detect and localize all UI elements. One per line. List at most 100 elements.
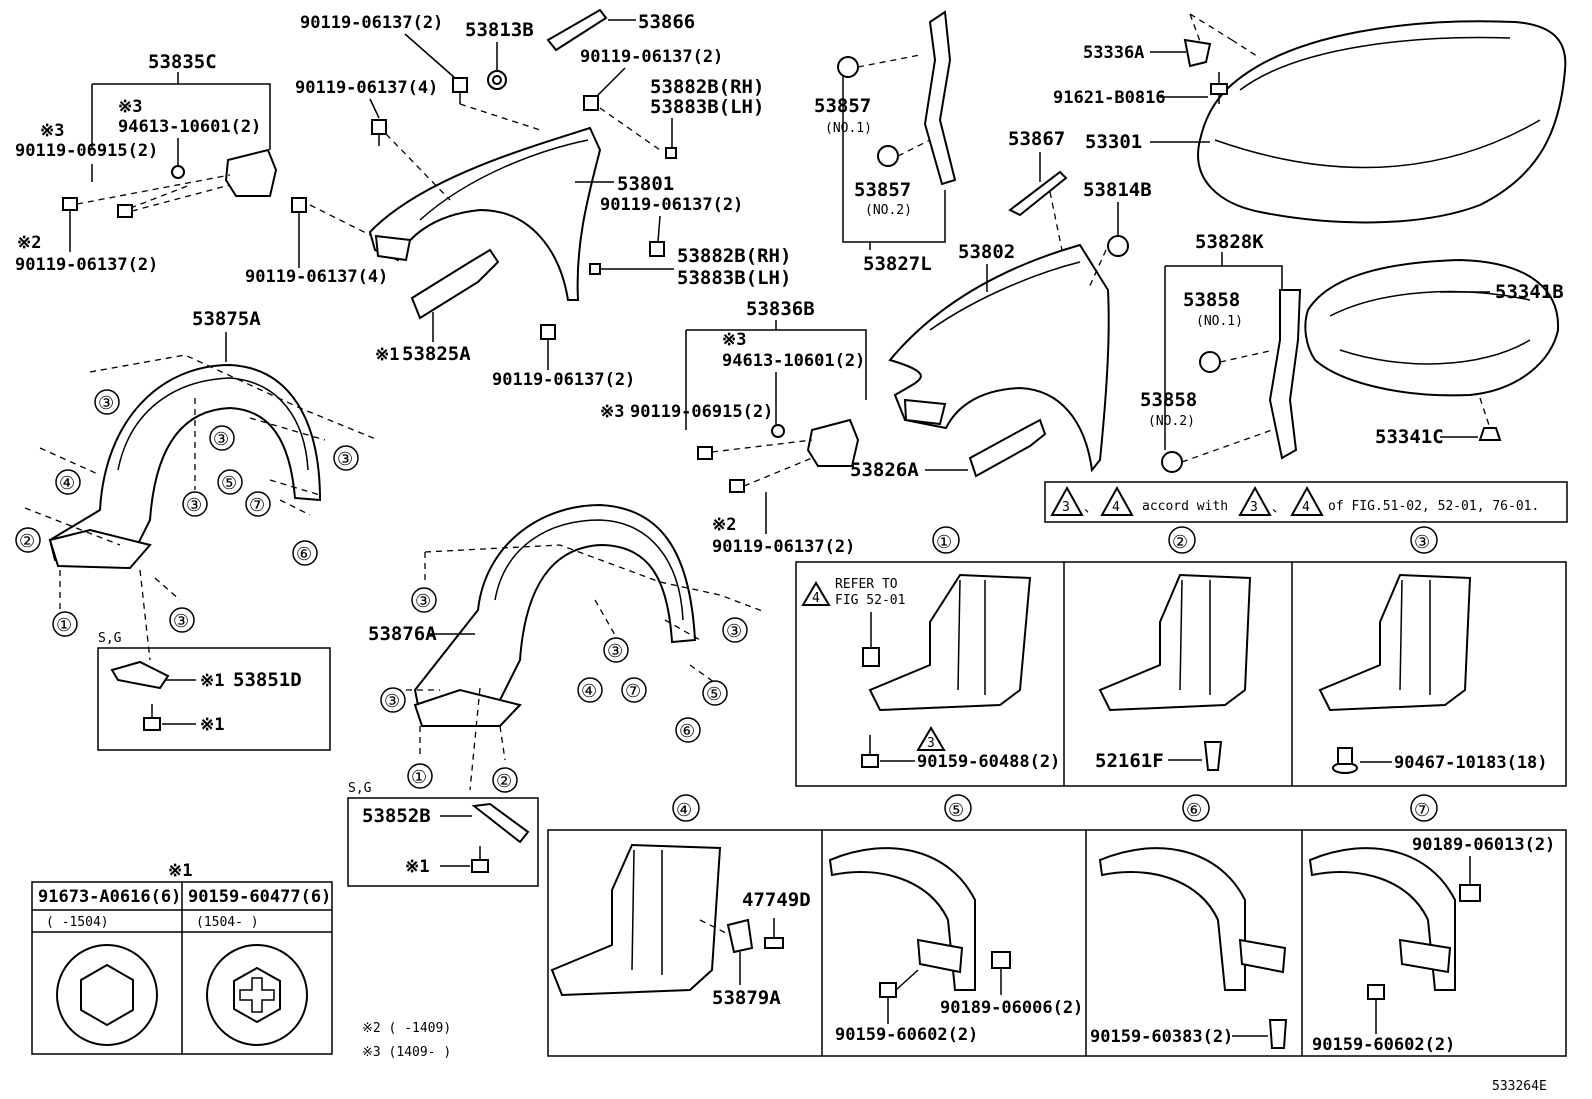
callout-90119-06915-a: 90119-06915(2) — [15, 141, 158, 161]
callout-90119-06137-2c: 90119-06137(2) — [600, 195, 743, 215]
hood-hinge-bracket[interactable] — [1183, 38, 1212, 68]
liner-b-circ-3d: ③ — [384, 691, 400, 712]
fender-liner-53876A[interactable] — [413, 503, 697, 727]
bolt-f[interactable] — [540, 324, 556, 340]
detail-5-clip[interactable] — [991, 951, 1011, 969]
phillips-bolt-icon — [206, 944, 308, 1046]
callout-91621-B0816: 91621-B0816 — [1053, 88, 1166, 108]
detail-header-6: ⑥ — [1186, 800, 1202, 821]
mark-1-b: ※1 — [200, 671, 224, 691]
callout-90189-06006: 90189-06006(2) — [940, 998, 1083, 1018]
callout-53858-a-sub: (NO.1) — [1196, 314, 1243, 329]
hood-insulator-53341B[interactable] — [1304, 258, 1560, 397]
callout-90159-60602-b: 90159-60602(2) — [1312, 1035, 1455, 1055]
screw-53852B[interactable] — [471, 846, 489, 873]
detail-1-clip[interactable] — [862, 647, 880, 667]
detail-4-liner — [550, 843, 722, 997]
fender-liner-53875A[interactable] — [48, 363, 322, 570]
detail-4-nut-53879A[interactable] — [726, 918, 754, 954]
detail-header-4: ④ — [676, 800, 692, 821]
fender-clip-53813B[interactable] — [487, 70, 507, 90]
fender-seal-53866[interactable] — [546, 8, 608, 52]
callout-90119-06137-2-left: 90119-06137(2) — [15, 255, 158, 275]
liner-a-circ-5: ⑤ — [221, 473, 237, 494]
liner-b-circ-3b: ③ — [726, 621, 742, 642]
liner-bracket-53852B[interactable] — [471, 802, 530, 844]
liner-bracket-53851D[interactable] — [110, 660, 170, 690]
fender-bracket-53826A[interactable] — [968, 418, 1047, 478]
callout-53858-b: 53858 — [1140, 389, 1197, 411]
hinge-bracket-53835C[interactable] — [224, 148, 278, 197]
liner-a-circ-1: ① — [56, 615, 72, 636]
liner-b-circ-1: ① — [411, 767, 427, 788]
hood-53301[interactable] — [1197, 20, 1567, 224]
callout-53336A: 53336A — [1083, 43, 1144, 63]
screw-53851D[interactable] — [143, 704, 161, 731]
detail-6-clip[interactable] — [1268, 1019, 1288, 1049]
bolt-a[interactable] — [452, 77, 468, 104]
mark-1-c: ※1 — [200, 715, 224, 735]
clip-53858-no1[interactable] — [1199, 351, 1221, 373]
bolt-e[interactable] — [291, 197, 307, 213]
accord-tri-3a: 3 — [1062, 500, 1070, 515]
washer-a[interactable] — [171, 165, 185, 179]
callout-53825A: 53825A — [402, 343, 471, 365]
callout-90119-06137-2f: 90119-06137(2) — [712, 537, 855, 557]
callout-53883B-LH-b: 53883B(LH) — [677, 267, 791, 289]
callout-90119-06137-2a: 90119-06137(2) — [300, 13, 443, 33]
fender-bracket-53827L[interactable] — [923, 10, 957, 186]
clip-nut-b[interactable] — [589, 263, 601, 275]
detail-1-liner — [868, 573, 1032, 712]
detail-7-screw[interactable] — [1367, 984, 1385, 1000]
fender-53801[interactable] — [368, 126, 602, 301]
callout-53813B: 53813B — [465, 19, 534, 41]
callout-90467-10183: 90467-10183(18) — [1394, 753, 1548, 773]
accord-sep-b: 、 — [1272, 501, 1285, 516]
accord-tri-3b: 3 — [1250, 500, 1258, 515]
callout-94613-b: 94613-10601(2) — [722, 351, 865, 371]
fender-bracket-53825A[interactable] — [410, 248, 500, 320]
callout-90189-06013: 90189-06013(2) — [1412, 835, 1555, 855]
detail-1-screw[interactable] — [861, 735, 879, 768]
clip-53857-no1[interactable] — [837, 56, 859, 78]
clip-nut-a[interactable] — [665, 147, 677, 159]
bolt-g[interactable] — [62, 197, 133, 218]
detail-2-clip[interactable] — [1203, 741, 1223, 771]
fender-clip-53814B[interactable] — [1107, 235, 1129, 257]
callout-90119-06915-b: 90119-06915(2) — [630, 402, 773, 422]
liner-a-circ-3c: ③ — [337, 449, 353, 470]
callout-53866: 53866 — [638, 11, 695, 33]
callout-53882B-RH-a: 53882B(RH) — [650, 76, 764, 98]
bolt-c[interactable] — [371, 119, 387, 146]
washer-b[interactable] — [771, 424, 785, 438]
callout-47749D: 47749D — [742, 889, 811, 911]
bolt-b[interactable] — [583, 95, 599, 111]
detail-2-liner — [1098, 573, 1252, 712]
bolt-d[interactable] — [649, 241, 665, 257]
fender-seal-53867[interactable] — [1008, 170, 1068, 217]
callout-52161F: 52161F — [1095, 750, 1164, 772]
detail-6-liner — [1098, 847, 1287, 991]
bolt-h[interactable] — [697, 446, 745, 493]
detail-5-screw[interactable] — [879, 969, 919, 998]
detail-3-screw[interactable] — [1332, 747, 1358, 774]
detail-4-bolt-47749D[interactable] — [764, 918, 784, 949]
fastener-range-a: ( -1504) — [46, 915, 109, 930]
detail-7-clip[interactable] — [1459, 884, 1481, 902]
accord-tri-4b: 4 — [1302, 500, 1310, 515]
callout-53858-a: 53858 — [1183, 289, 1240, 311]
detail-3-liner — [1318, 573, 1472, 712]
fender-bracket-53828K[interactable] — [1268, 289, 1302, 460]
callout-53857-a: 53857 — [814, 95, 871, 117]
liner-a-circ-3b: ③ — [213, 429, 229, 450]
clip-53857-no2[interactable] — [877, 145, 899, 167]
clip-53341C[interactable] — [1478, 427, 1502, 441]
hinge-bracket-53836B[interactable] — [806, 418, 860, 467]
liner-b-circ-5: ⑤ — [706, 684, 722, 705]
liner-a-circ-3a: ③ — [98, 393, 114, 414]
clip-53858-no2[interactable] — [1161, 451, 1183, 473]
hood-bolt[interactable] — [1210, 72, 1228, 104]
liner-b-circ-6: ⑥ — [679, 721, 695, 742]
fender-53802[interactable] — [888, 243, 1110, 473]
